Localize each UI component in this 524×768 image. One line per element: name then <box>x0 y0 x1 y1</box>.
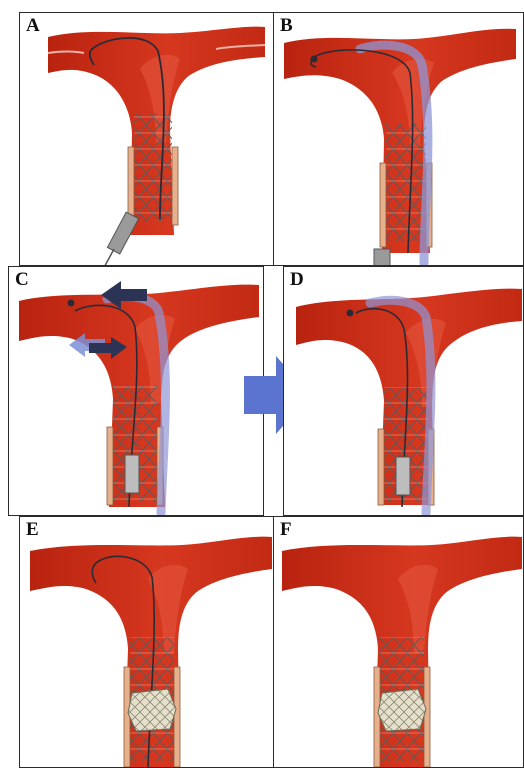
illustration-c <box>9 267 264 516</box>
wire-tip <box>347 310 354 317</box>
panel-a: A <box>19 12 274 266</box>
panel-label: E <box>26 519 39 541</box>
panel-e: E <box>19 516 274 768</box>
valve <box>378 689 426 731</box>
panel-label: F <box>280 519 292 541</box>
illustration-e <box>20 517 274 768</box>
valve <box>128 689 176 731</box>
panel-f: F <box>273 516 524 768</box>
illustration-d <box>284 267 524 516</box>
panel-label: A <box>26 15 40 37</box>
wire-tip <box>311 56 318 63</box>
delivery-device <box>100 212 139 266</box>
illustration-a <box>20 13 274 266</box>
panel-label: C <box>15 269 29 291</box>
panel-d: D <box>283 266 524 516</box>
panel-label: B <box>280 15 293 37</box>
delivery-device <box>396 457 410 495</box>
wire-tip <box>68 300 75 307</box>
panel-c: C <box>8 266 264 516</box>
delivery-device <box>374 249 390 266</box>
stent-graft <box>128 113 178 225</box>
illustration-b <box>274 13 524 266</box>
illustration-f <box>274 517 524 768</box>
panel-label: D <box>290 269 304 291</box>
panel-b: B <box>273 12 524 266</box>
delivery-device <box>125 455 139 493</box>
